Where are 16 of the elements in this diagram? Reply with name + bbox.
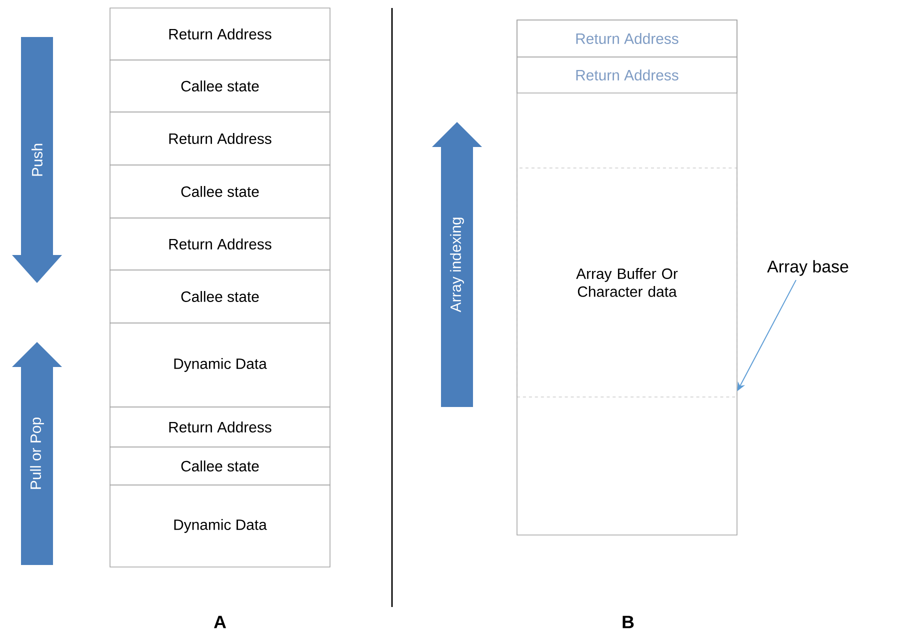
stack-cell: Return Address	[516, 20, 738, 58]
panel-letter: A	[214, 616, 226, 628]
stack-cell: Callee state	[110, 270, 330, 324]
stack-cell: Dynamic Data	[110, 322, 330, 408]
stack-cell: Return Address	[110, 8, 330, 60]
stack-cell: Return Address	[110, 406, 330, 448]
stack-cell: Return Address	[110, 218, 330, 270]
stack-cell: Return Address	[516, 56, 738, 94]
stack-cell: Callee state	[110, 164, 330, 218]
stack-cell: Dynamic Data	[110, 484, 330, 568]
stack-cell: Callee state	[110, 446, 330, 486]
buffer-region: Array Buffer Or Character data	[516, 168, 738, 398]
stack-cell: Callee state	[110, 60, 330, 112]
panel-letter: B	[622, 616, 634, 628]
stack-cell: Return Address	[110, 112, 330, 166]
callout-text: Array base	[767, 260, 848, 276]
